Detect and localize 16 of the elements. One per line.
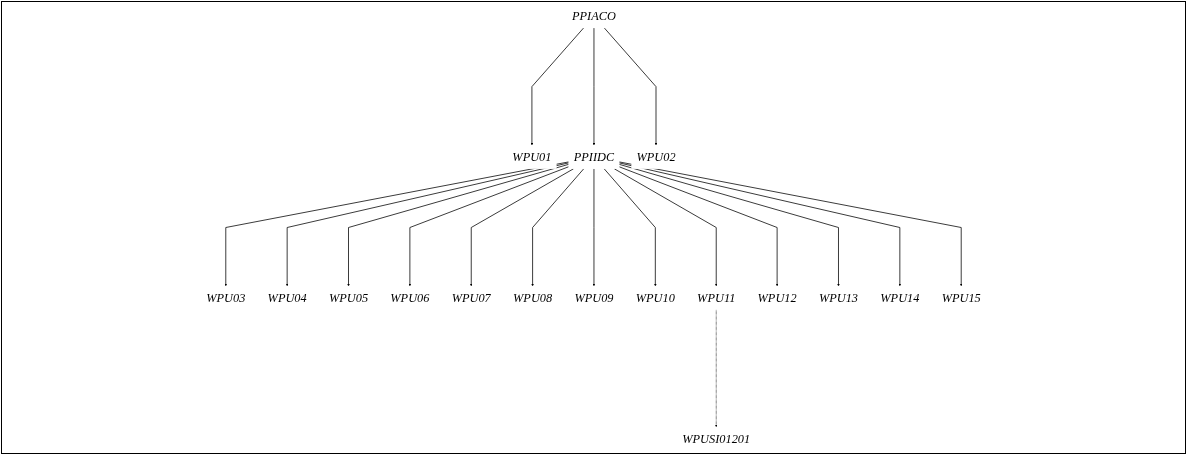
node-text: WPU09 bbox=[574, 290, 614, 305]
node-text: WPU14 bbox=[880, 290, 920, 305]
node-text: WPUSI01201 bbox=[682, 431, 751, 446]
node-text: WPU07 bbox=[451, 290, 491, 305]
node-text: PPIACO bbox=[572, 9, 616, 24]
node-text: WPU06 bbox=[390, 290, 430, 305]
node-text: PPIIDC bbox=[573, 149, 615, 164]
node-text: WPU12 bbox=[757, 290, 797, 305]
node-text: WPU11 bbox=[697, 290, 736, 305]
node-text: WPU04 bbox=[267, 290, 307, 305]
node-text: WPU15 bbox=[941, 290, 981, 305]
node-text: WPU13 bbox=[818, 290, 859, 305]
node-text: WPU05 bbox=[328, 290, 369, 305]
node-text: WPU08 bbox=[513, 290, 553, 305]
node-text: WPU03 bbox=[206, 290, 246, 305]
node-text: WPU10 bbox=[635, 290, 675, 305]
